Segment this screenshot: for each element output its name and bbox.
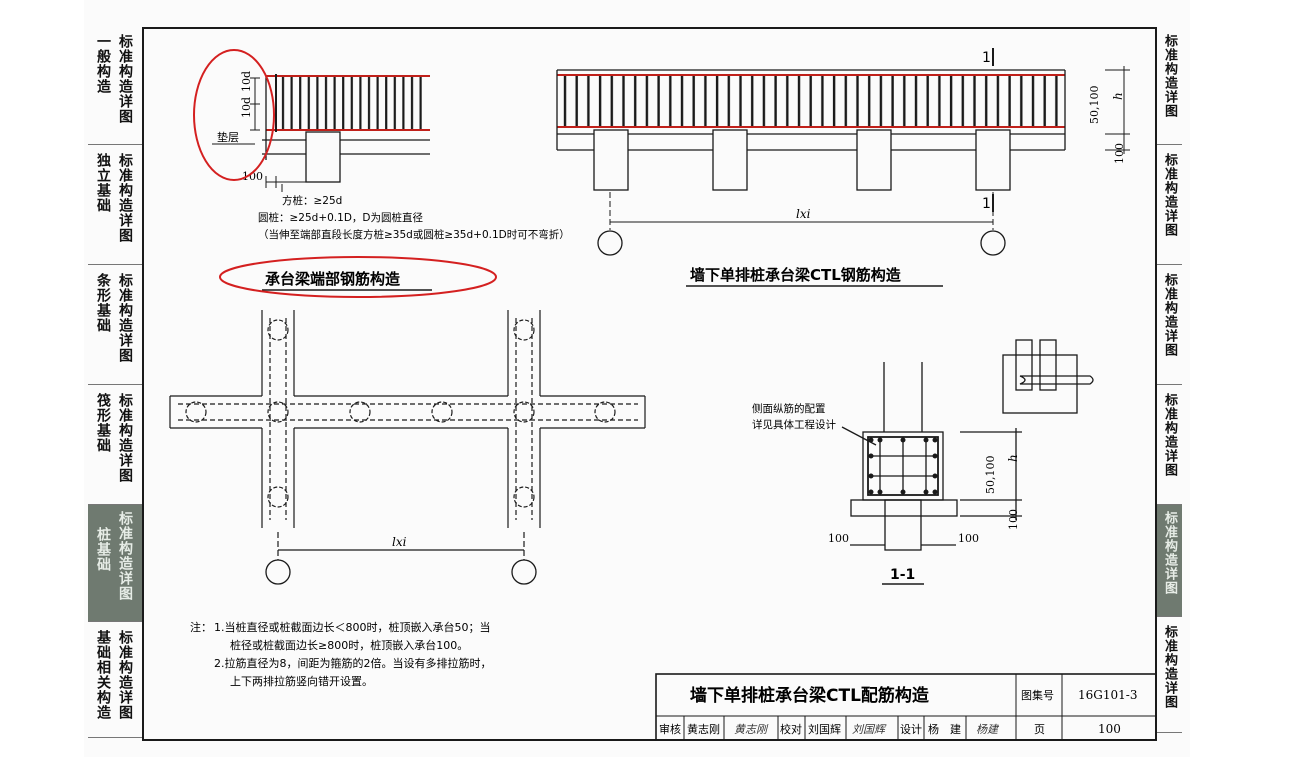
title-block-frame xyxy=(655,673,1157,741)
tab-strip-foundation[interactable]: 条形基础 标准构造详图 xyxy=(88,267,144,385)
dim-lxi: lxi xyxy=(796,207,811,221)
tab-category-label: 条形基础 xyxy=(95,273,111,333)
dim-h: h xyxy=(1111,92,1125,100)
right-tab[interactable]: 标准构造详图 xyxy=(1156,147,1182,265)
plan-dim-lxi: lxi xyxy=(392,535,407,549)
section-dim-h: h xyxy=(1006,454,1020,462)
check-label: 校对 xyxy=(780,722,802,736)
tab-general[interactable]: 一般构造 标准构造详图 xyxy=(88,28,144,145)
right-tab-label: 标准构造详图 xyxy=(1162,511,1177,595)
note-2a: 2.拉筋直径为8，间距为箍筋的2倍。当设有多排拉筋时， xyxy=(214,656,492,670)
checker-name: 刘国辉 xyxy=(808,723,841,736)
tab-detail-label: 标准构造详图 xyxy=(117,273,133,363)
note-2b: 上下两排拉筋竖向错开设置。 xyxy=(230,674,373,688)
dim-100: 100 xyxy=(242,170,263,183)
plan-drawing xyxy=(169,310,646,585)
note-square-pile: 方桩：≥25d xyxy=(282,194,342,207)
cushion-label: 垫层 xyxy=(217,130,239,144)
red-annotation-circle xyxy=(193,49,275,181)
tab-detail-label: 标准构造详图 xyxy=(117,511,133,601)
right-tab[interactable]: 标准构造详图 xyxy=(1156,267,1182,385)
section-drawing xyxy=(841,339,1094,551)
side-rebar-note-2: 详见具体工程设计 xyxy=(752,418,836,431)
atlas-number: 16G101-3 xyxy=(1078,688,1137,702)
tab-raft-foundation[interactable]: 筏形基础 标准构造详图 xyxy=(88,387,144,505)
tab-related-structure[interactable]: 基础相关构造 标准构造详图 xyxy=(88,624,144,738)
drawing-title: 墙下单排桩承台梁CTL配筋构造 xyxy=(690,685,930,706)
section-title: 1-1 xyxy=(890,567,915,583)
reviewer-signature: 黄志刚 xyxy=(734,723,769,736)
dim-10d-bottom: 10d xyxy=(240,97,253,118)
tab-category-label: 独立基础 xyxy=(95,153,111,213)
checker-signature: 刘国辉 xyxy=(852,723,887,736)
note-1b: 桩径或桩截面边长≥800时，桩顶嵌入承台100。 xyxy=(230,638,468,652)
right-tab[interactable]: 标准构造详图 xyxy=(1156,387,1182,505)
right-tab[interactable]: 标准构造详图 xyxy=(1156,28,1182,145)
tab-detail-label: 标准构造详图 xyxy=(117,34,133,124)
tab-pile-foundation[interactable]: 桩基础 标准构造详图 xyxy=(88,505,144,622)
tab-detail-label: 标准构造详图 xyxy=(117,393,133,483)
right-tab-label: 标准构造详图 xyxy=(1162,393,1177,477)
dim-10d-top: 10d xyxy=(240,71,253,92)
atlas-label: 图集号 xyxy=(1021,688,1054,702)
page-label: 页 xyxy=(1034,723,1045,736)
section-rebar-dots xyxy=(868,437,938,495)
right-tab-label: 标准构造详图 xyxy=(1162,625,1177,709)
designer-name: 杨 建 xyxy=(928,722,961,736)
end-detail-title: 承台梁端部钢筋构造 xyxy=(265,270,400,288)
notes-label: 注： xyxy=(190,620,212,634)
side-rebar-note-1: 侧面纵筋的配置 xyxy=(752,402,826,415)
right-tab-label: 标准构造详图 xyxy=(1162,273,1177,357)
right-tab-active[interactable]: 标准构造详图 xyxy=(1156,505,1182,617)
section-mark-bottom: 1 xyxy=(982,196,991,212)
note-1a: 1.当桩直径或桩截面边长＜800时，桩顶嵌入承台50；当 xyxy=(214,620,491,634)
tab-category-label: 筏形基础 xyxy=(95,393,111,453)
elevation-drawing xyxy=(556,48,1130,256)
tab-category-label: 基础相关构造 xyxy=(95,630,111,720)
section-dim-100-right: 100 xyxy=(958,532,979,545)
tab-category-label: 桩基础 xyxy=(95,527,111,572)
end-detail-drawing xyxy=(212,74,430,188)
section-mark-top: 1 xyxy=(982,50,991,66)
right-tab-label: 标准构造详图 xyxy=(1162,34,1177,118)
tab-category-label: 一般构造 xyxy=(95,34,111,94)
right-tab[interactable]: 标准构造详图 xyxy=(1156,619,1182,733)
section-dim-50-100: 50,100 xyxy=(984,456,997,495)
right-tab-label: 标准构造详图 xyxy=(1162,153,1177,237)
tab-detail-label: 标准构造详图 xyxy=(117,153,133,243)
designer-signature: 杨建 xyxy=(976,723,1000,736)
note-straight-length: （当伸至端部直段长度方桩≥35d或圆桩≥35d+0.1D时可不弯折） xyxy=(258,228,570,241)
design-label: 设计 xyxy=(900,723,922,736)
reviewer-name: 黄志刚 xyxy=(687,722,720,736)
section-dim-100-vertical: 100 xyxy=(1007,509,1020,530)
tab-detail-label: 标准构造详图 xyxy=(117,630,133,720)
dim-100: 100 xyxy=(1113,143,1126,164)
elevation-title: 墙下单排桩承台梁CTL钢筋构造 xyxy=(690,266,901,284)
page-number: 100 xyxy=(1098,722,1121,736)
tab-isolated-foundation[interactable]: 独立基础 标准构造详图 xyxy=(88,147,144,265)
dim-50-100: 50,100 xyxy=(1088,86,1101,125)
section-dim-100-left: 100 xyxy=(828,532,849,545)
sheet-border xyxy=(142,27,1157,741)
red-annotation-ellipse xyxy=(219,256,497,298)
review-label: 审核 xyxy=(659,722,681,736)
note-round-pile: 圆桩：≥25d+0.1D，D为圆桩直径 xyxy=(258,211,423,224)
